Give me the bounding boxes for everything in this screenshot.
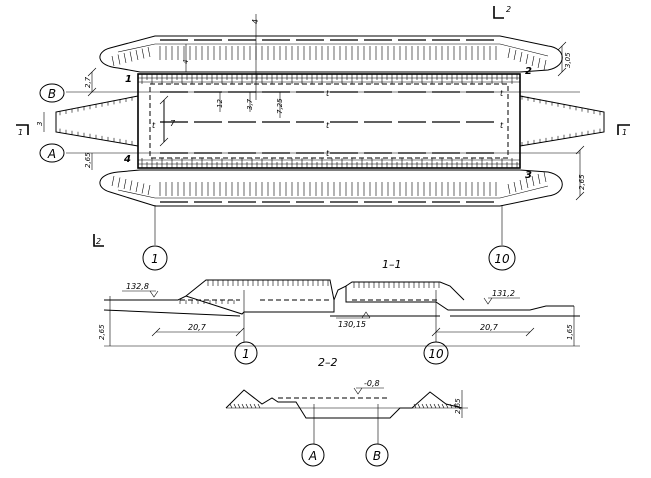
ramp-left — [55, 95, 139, 147]
svg-text:2,65: 2,65 — [84, 152, 92, 168]
mark-t-5: t — [500, 121, 504, 130]
axis-bubble-10: 10 — [488, 245, 516, 271]
svg-text:4: 4 — [251, 19, 260, 24]
svg-text:2: 2 — [96, 237, 101, 246]
svg-text:1,65: 1,65 — [566, 324, 574, 340]
svg-text:3,7: 3,7 — [246, 98, 254, 110]
svg-text:7,25: 7,25 — [276, 98, 284, 114]
svg-text:3: 3 — [36, 122, 44, 126]
pit-outline — [137, 73, 521, 169]
section-2-2-axis-b: В — [365, 443, 389, 467]
svg-text:1: 1 — [151, 252, 159, 266]
axis-bubble-1: 1 — [142, 245, 168, 271]
axis-bubble-b: В — [39, 83, 65, 103]
corner-number-2: 2 — [525, 66, 532, 77]
dim-right-height: 1,65 — [566, 306, 575, 346]
dim-left-length: 20,7 — [151, 323, 245, 337]
section-2-2-title: 2–2 — [318, 356, 338, 369]
slope-hatch-bottom — [138, 159, 520, 165]
svg-text:В: В — [48, 87, 56, 101]
section-2-2-axis-a: А — [301, 443, 325, 467]
spoil-pile-top — [99, 35, 563, 73]
section-1-1-axis-10: 10 — [423, 341, 449, 365]
svg-text:1: 1 — [242, 347, 250, 361]
elev-2-2: -0,8 — [353, 379, 384, 395]
slope-hatch-top — [138, 77, 520, 83]
section-1-1-tick-marks — [179, 280, 440, 304]
svg-text:10: 10 — [428, 347, 444, 361]
dims-right: 3,05 2,65 — [557, 41, 586, 201]
ramp-hatch — [59, 95, 601, 146]
pit-bottom-outline — [149, 83, 509, 159]
slope-tick-marks — [141, 74, 518, 168]
svg-text:131,2: 131,2 — [492, 289, 515, 298]
dims-top: 4 4 12 3,7 7,25 — [182, 14, 290, 118]
axis-bubble-a: А — [39, 143, 65, 163]
mark-t-1: t — [326, 89, 330, 98]
mark-t-4: t — [152, 121, 156, 130]
corner-number-1: 1 — [125, 74, 132, 85]
section-1-1-spoil-right — [345, 281, 465, 301]
section-1-1-title: 1–1 — [382, 258, 402, 271]
svg-text:132,8: 132,8 — [126, 282, 149, 291]
elev-left: 132,8 — [122, 282, 159, 298]
dim-left-height: 2,65 — [98, 296, 111, 346]
svg-text:1: 1 — [622, 128, 627, 137]
plan-view: В А 1 10 1 1 2 2 — [16, 5, 630, 271]
elev-mid: 130,15 — [336, 311, 371, 329]
svg-text:2,65: 2,65 — [578, 174, 586, 190]
svg-text:4: 4 — [182, 60, 190, 64]
section-mark-2-top: 2 — [493, 5, 511, 19]
dims-left: 2,7 3 2,65 — [36, 67, 97, 170]
svg-text:3,05: 3,05 — [564, 52, 572, 68]
dim-inner-7: 7 — [159, 95, 176, 147]
section-2-2: 2–2 -0,8 2,65 А В — [225, 356, 468, 467]
mark-t-2: t — [326, 121, 330, 130]
svg-text:А: А — [308, 449, 317, 463]
corner-number-3: 3 — [525, 170, 532, 181]
spoil-pile-bottom — [99, 169, 563, 207]
dim-right-length: 20,7 — [431, 323, 535, 337]
dim-2-2-height: 2,65 — [454, 390, 463, 418]
section-2-2-ground — [225, 389, 463, 419]
section-1-1: 1–1 132,8 131,2 130,15 20 — [98, 258, 580, 365]
svg-text:2: 2 — [506, 5, 511, 14]
svg-text:20,7: 20,7 — [188, 323, 207, 332]
section-mark-2-bottom: 2 — [93, 234, 104, 247]
spoil-tick-marks — [111, 46, 547, 196]
svg-text:7: 7 — [170, 119, 176, 128]
section-1-1-axis-1: 1 — [234, 341, 258, 365]
svg-text:130,15: 130,15 — [338, 320, 366, 329]
ramp-right — [519, 95, 605, 147]
corner-number-4: 4 — [123, 154, 131, 165]
svg-text:20,7: 20,7 — [480, 323, 499, 332]
svg-text:2,7: 2,7 — [84, 76, 92, 88]
section-2-2-tick-marks — [229, 403, 457, 409]
mark-t-3: t — [326, 149, 330, 158]
svg-text:-0,8: -0,8 — [364, 379, 380, 388]
svg-text:1: 1 — [18, 128, 23, 137]
spoil-dashlines — [160, 39, 500, 203]
mark-t-6: t — [500, 89, 504, 98]
section-1-1-ground — [104, 285, 574, 315]
section-mark-1-left: 1 — [16, 124, 29, 137]
svg-text:2,65: 2,65 — [98, 324, 106, 340]
svg-text:А: А — [47, 147, 56, 161]
svg-text:В: В — [373, 449, 381, 463]
section-mark-1-right: 1 — [617, 124, 630, 137]
svg-text:12: 12 — [216, 99, 224, 108]
elev-right: 131,2 — [483, 289, 520, 305]
svg-text:10: 10 — [494, 252, 510, 266]
svg-text:2,65: 2,65 — [454, 398, 462, 414]
